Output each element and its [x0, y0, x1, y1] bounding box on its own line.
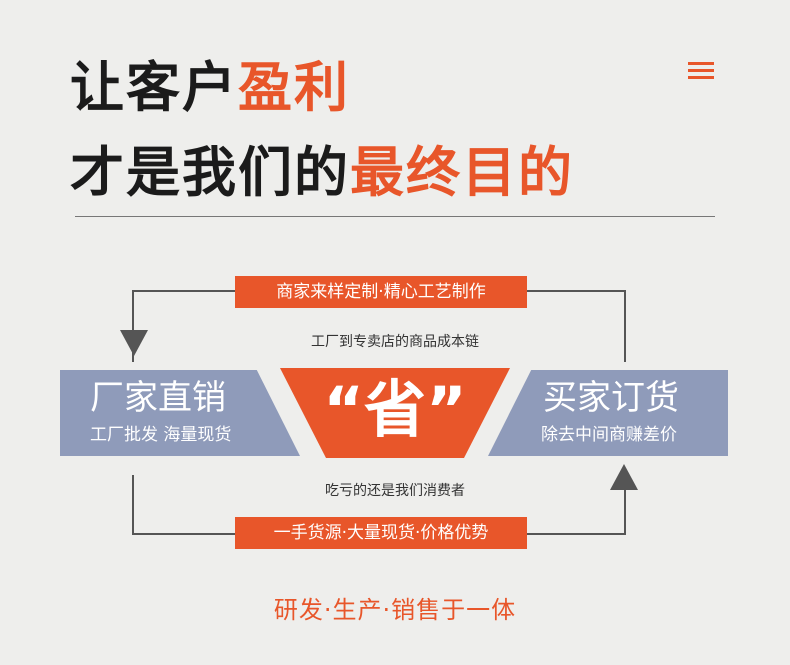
- right-block-subtitle: 除去中间商赚差价: [541, 425, 677, 445]
- headline-line-2-plain: 才是我们的: [70, 141, 350, 204]
- left-block-subtitle: 工厂批发 海量现货: [90, 425, 232, 445]
- top-caption: 工厂到专卖店的商品成本链: [311, 334, 479, 350]
- bottom-pill-label: 一手货源·大量现货·价格优势: [235, 517, 527, 549]
- headline-line-1-highlight: 盈利: [238, 56, 350, 119]
- left-block-title: 厂家直销: [90, 378, 226, 418]
- bottom-caption: 吃亏的还是我们消费者: [325, 483, 465, 499]
- headline-line-2: 才是我们的最终目的: [70, 143, 574, 203]
- headline-line-1-plain: 让客户: [70, 56, 238, 119]
- headline-line-1: 让客户盈利: [70, 58, 350, 118]
- headline-divider: [75, 216, 715, 217]
- center-save-block: [280, 368, 510, 458]
- hamburger-menu-icon[interactable]: [688, 62, 714, 80]
- left-block-factory: 厂家直销 工厂批发 海量现货: [60, 370, 300, 456]
- right-block-title: 买家订货: [543, 378, 679, 418]
- footer-tagline: 研发·生产·销售于一体: [273, 596, 517, 624]
- headline-line-2-highlight: 最终目的: [350, 141, 574, 204]
- top-pill-label: 商家来样定制·精心工艺制作: [235, 276, 527, 308]
- arrow-down-icon: [120, 330, 148, 356]
- center-save-label: “省”: [323, 373, 467, 446]
- arrow-up-icon: [610, 464, 638, 490]
- right-block-buyer: 买家订货 除去中间商赚差价: [488, 370, 728, 456]
